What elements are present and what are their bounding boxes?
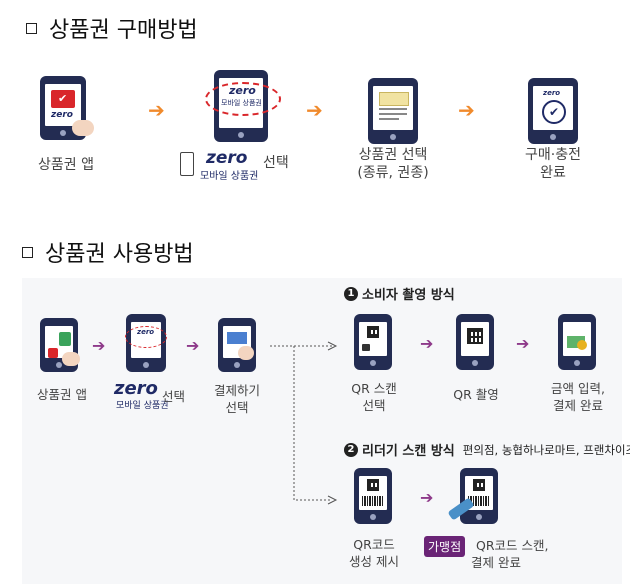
purchase-section-title: 상품권 구매방법	[26, 12, 198, 44]
zero-app-phone-icon: zero 모바일 상품권	[205, 70, 281, 142]
purchase-app-phone-icon: ✔ zero	[40, 76, 86, 140]
reader-method-header: 2 리더기 스캔 방식 편의점, 농협하나로마트, 프랜차이즈 등	[344, 440, 630, 459]
heart-check-icon: ✔	[51, 90, 75, 108]
qr-scan-select-phone-icon	[354, 314, 392, 370]
purple-arrow-icon: ➔	[92, 336, 106, 355]
usage-title-text: 상품권 사용방법	[45, 242, 194, 267]
voucher-card-icon	[379, 92, 409, 106]
reader-step-1-label-1: QR코드	[353, 537, 395, 552]
usage-zero-select-label: 선택	[162, 389, 186, 404]
reader-step-2-label-1: QR코드 스캔,	[476, 538, 549, 553]
dotted-branch-connector	[270, 341, 338, 505]
purchase-step-3-label-1: 상품권 선택	[358, 147, 428, 163]
dashed-highlight-oval	[205, 82, 281, 116]
usage-zero-brand-subtitle: 모바일 상품권	[116, 401, 169, 411]
square-bullet-icon	[22, 246, 33, 258]
purple-arrow-icon: ➔	[420, 334, 434, 353]
purchase-title-text: 상품권 구매방법	[49, 18, 198, 43]
orange-arrow-icon: ➔	[306, 98, 323, 122]
zero-brand-text: zero	[206, 148, 248, 168]
usage-section-title: 상품권 사용방법	[22, 236, 194, 268]
usage-zero-brand-text: zero	[114, 378, 158, 399]
purchase-step-1-label: 상품권 앱	[38, 157, 94, 173]
usage-pay-phone-icon	[218, 318, 256, 372]
usage-app-label: 상품권 앱	[37, 387, 87, 402]
consumer-step-2-label: QR 촬영	[453, 387, 499, 402]
orange-arrow-icon: ➔	[148, 98, 165, 122]
usage-zero-phone-icon: zero	[125, 314, 167, 372]
usage-pay-label-2: 선택	[225, 400, 249, 415]
step-number-badge: 1	[344, 286, 358, 301]
zero-brand-subtitle: 모바일 상품권	[200, 171, 259, 182]
voucher-select-phone-icon	[368, 78, 418, 144]
qr-capture-phone-icon	[456, 314, 494, 370]
hand-icon	[238, 346, 254, 360]
small-phone-icon	[180, 152, 194, 176]
hand-icon	[72, 120, 94, 136]
coin-icon	[577, 340, 587, 350]
consumer-step-3-label-2: 결제 완료	[553, 398, 603, 413]
zero-logo: zero	[229, 84, 256, 97]
consumer-step-1-label-1: QR 스캔	[351, 381, 397, 396]
consumer-step-1-label-2: 선택	[362, 398, 386, 413]
reader-method-note: 편의점, 농협하나로마트, 프랜차이즈 등	[462, 442, 630, 457]
purple-arrow-icon: ➔	[516, 334, 530, 353]
zero-logo-subtitle: 모바일 상품권	[221, 99, 262, 107]
reader-step-1-label-2: 생성 제시	[349, 554, 399, 569]
usage-pay-label-1: 결제하기	[213, 383, 260, 398]
reader-step-2-label-2: 결제 완료	[471, 555, 521, 570]
camera-icon	[362, 344, 370, 351]
orange-arrow-icon: ➔	[458, 98, 475, 122]
qr-code-generate-phone-icon	[354, 468, 392, 524]
hand-icon	[62, 352, 80, 366]
purchase-step-2-label: 선택	[263, 155, 289, 171]
merchant-badge: 가맹점	[424, 536, 466, 557]
purple-arrow-icon: ➔	[186, 336, 200, 355]
purchase-complete-phone-icon: zero ✔	[528, 78, 578, 144]
consumer-step-3-label-1: 금액 입력,	[551, 381, 605, 396]
purchase-step-4-label-1: 구매·충전	[525, 147, 581, 163]
qr-reader-scan-phone-icon	[460, 468, 498, 524]
purchase-step-3-label-2: (종류, 권종)	[357, 165, 429, 181]
payment-complete-phone-icon	[558, 314, 596, 370]
purple-arrow-icon: ➔	[420, 488, 434, 507]
step-number-badge: 2	[344, 442, 358, 457]
reader-method-title: 리더기 스캔 방식	[362, 444, 455, 459]
consumer-method-title: 소비자 촬영 방식	[362, 288, 455, 303]
check-circle-icon: ✔	[542, 100, 566, 124]
purchase-step-4-label-2: 완료	[540, 165, 566, 181]
usage-app-phone-icon	[40, 318, 78, 372]
usage-panel	[22, 278, 622, 584]
consumer-method-header: 1 소비자 촬영 방식	[344, 284, 455, 303]
square-bullet-icon	[26, 22, 37, 34]
